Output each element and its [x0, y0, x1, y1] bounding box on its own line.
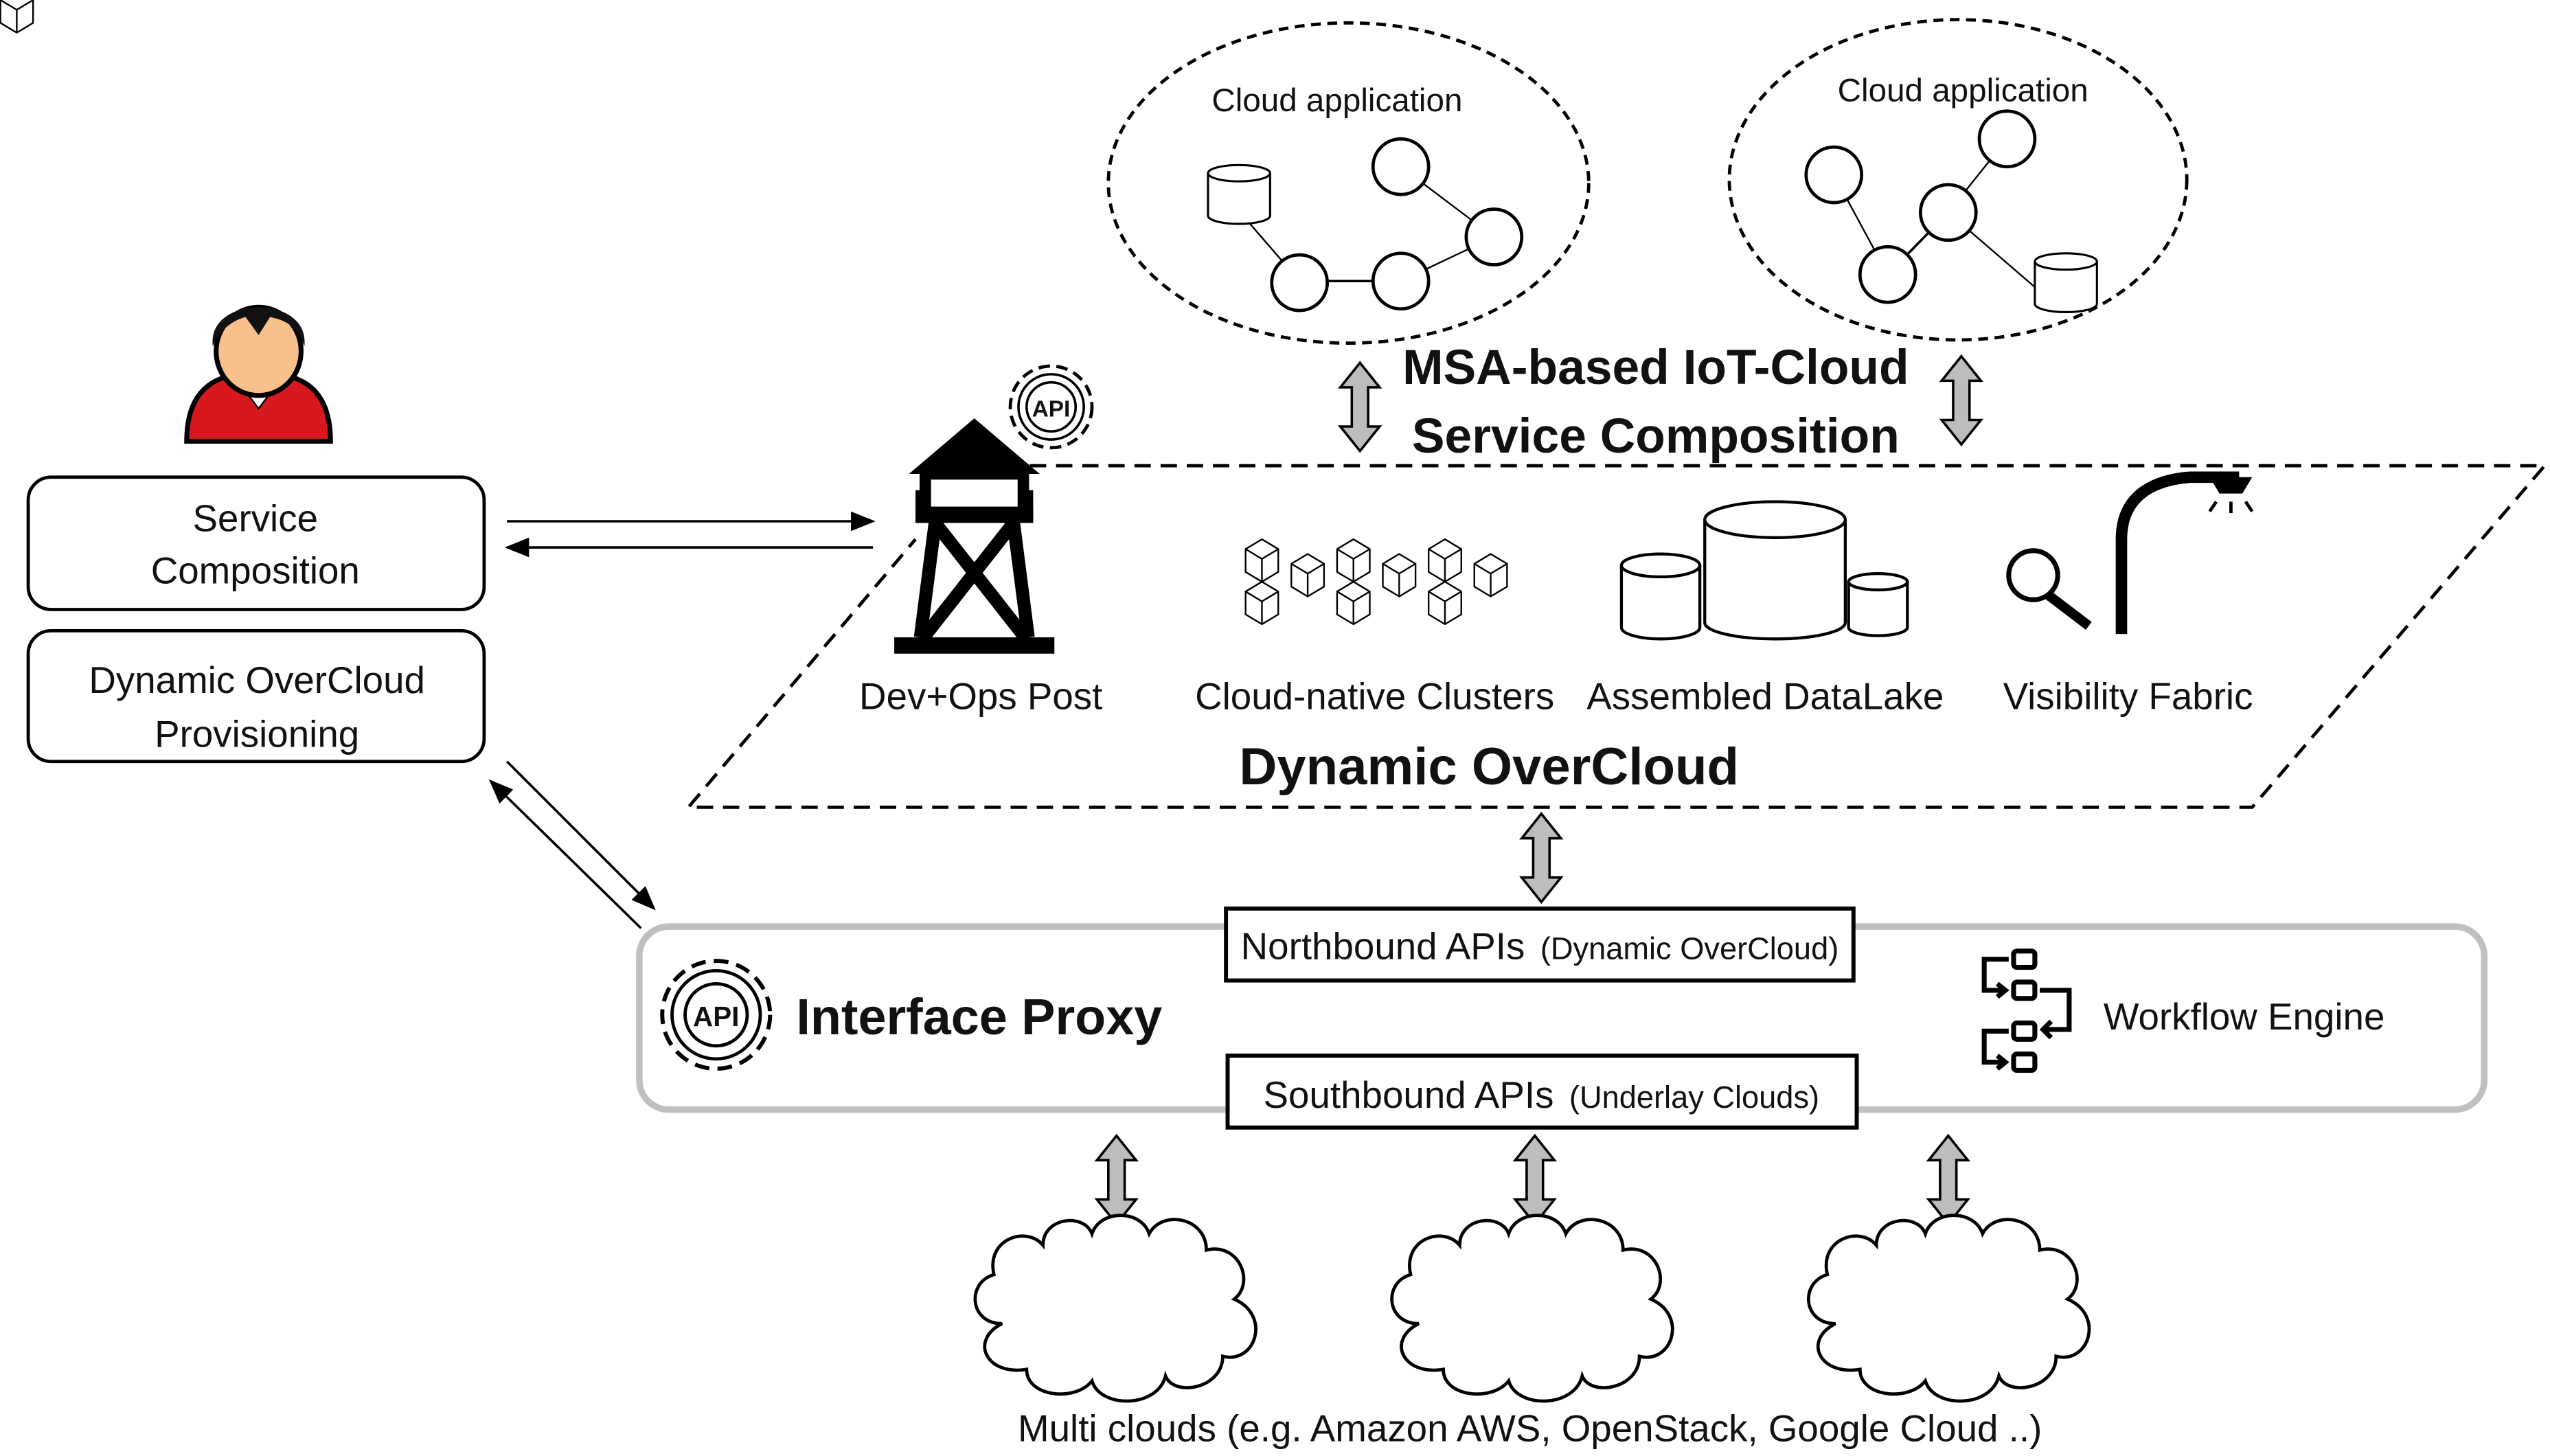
microservice-graph-2 — [1804, 109, 2098, 314]
overcloud-boundary — [685, 464, 2549, 809]
cloud-app-1-label: Cloud application — [1211, 82, 1462, 119]
underlay-cloud-1[interactable] — [975, 1216, 1256, 1401]
database-cylinders-icon — [1619, 500, 1909, 641]
northbound-sub: (Dynamic OverCloud) — [1540, 931, 1838, 966]
double-arrow-app1-overcloud — [1339, 361, 1381, 453]
southbound-label: Southbound APIs — [1264, 1073, 1554, 1116]
microservice-graph-1 — [1207, 137, 1524, 312]
api-gear-label: API — [1032, 397, 1071, 422]
southbound-apis-box[interactable]: Southbound APIs (Underlay Clouds) — [1225, 1054, 1859, 1130]
api-gear-icon: API — [660, 959, 773, 1071]
overcloud-provisioning-box[interactable]: Dynamic OverCloud Provisioning — [26, 629, 486, 764]
database-icon — [1207, 163, 1271, 225]
southbound-sub: (Underlay Clouds) — [1569, 1080, 1819, 1115]
cloud-native-clusters-label: Cloud-native Clusters — [1195, 675, 1554, 718]
assembled-datalake-label: Assembled DataLake — [1586, 675, 1944, 718]
underlay-cloud-2[interactable] — [1392, 1216, 1673, 1401]
service-composition-label-2: Composition — [151, 549, 360, 591]
workflow-engine-label: Workflow Engine — [2104, 995, 2385, 1038]
provisioning-label-1: Dynamic OverCloud — [89, 659, 425, 701]
double-arrow-cloud-3 — [1927, 1134, 1970, 1225]
double-arrow-cloud-1 — [1095, 1134, 1138, 1225]
cloud-app-2-label: Cloud application — [1838, 73, 2088, 109]
dynamic-overcloud-title: Dynamic OverCloud — [1239, 738, 1739, 796]
proxy-api-label: API — [693, 1001, 739, 1032]
arrow-to-proxy — [505, 760, 656, 911]
msa-title-line-1: MSA-based IoT-Cloud — [1402, 340, 1909, 395]
double-arrow-overcloud-proxy — [1520, 812, 1562, 904]
svg-text:Northbound APIs (Dynamic: Northbound APIs (Dynamic OverCloud) — [1241, 925, 1839, 968]
northbound-apis-box[interactable]: Northbound APIs (Dynamic OverCloud) — [1224, 906, 1856, 983]
service-composition-box[interactable]: Service Composition — [26, 475, 486, 611]
msa-title-line-2: Service Composition — [1412, 409, 1900, 464]
cloud-application-2: Cloud application — [1727, 18, 2189, 342]
interface-proxy-title: Interface Proxy — [796, 988, 1162, 1045]
cubes-cluster-icon — [0, 0, 1508, 626]
double-arrow-cloud-2 — [1514, 1134, 1556, 1225]
visibility-fabric-label: Visibility Fabric — [2003, 675, 2253, 718]
user-avatar — [184, 304, 333, 444]
provisioning-label-2: Provisioning — [155, 712, 359, 755]
devops-post-label: Dev+Ops Post — [859, 675, 1102, 718]
arrow-from-proxy — [488, 779, 642, 929]
service-composition-label-1: Service — [193, 497, 318, 539]
watchtower-icon — [894, 418, 1055, 654]
api-gear-icon: API — [1008, 364, 1094, 450]
cloud-application-1: Cloud application — [1106, 21, 1591, 345]
magnifier-streetlight-icon — [2006, 471, 2254, 635]
svg-text:Southbound APIs (Underla: Southbound APIs (Underlay Clouds) — [1264, 1073, 1820, 1116]
database-icon — [2034, 252, 2098, 314]
northbound-label: Northbound APIs — [1241, 925, 1525, 968]
double-arrow-app2-overcloud — [1940, 354, 1983, 446]
underlay-cloud-3[interactable] — [1808, 1216, 2089, 1401]
workflow-icon — [1981, 948, 2072, 1073]
multi-clouds-caption: Multi clouds (e.g. Amazon AWS, OpenStack… — [1018, 1407, 2042, 1450]
